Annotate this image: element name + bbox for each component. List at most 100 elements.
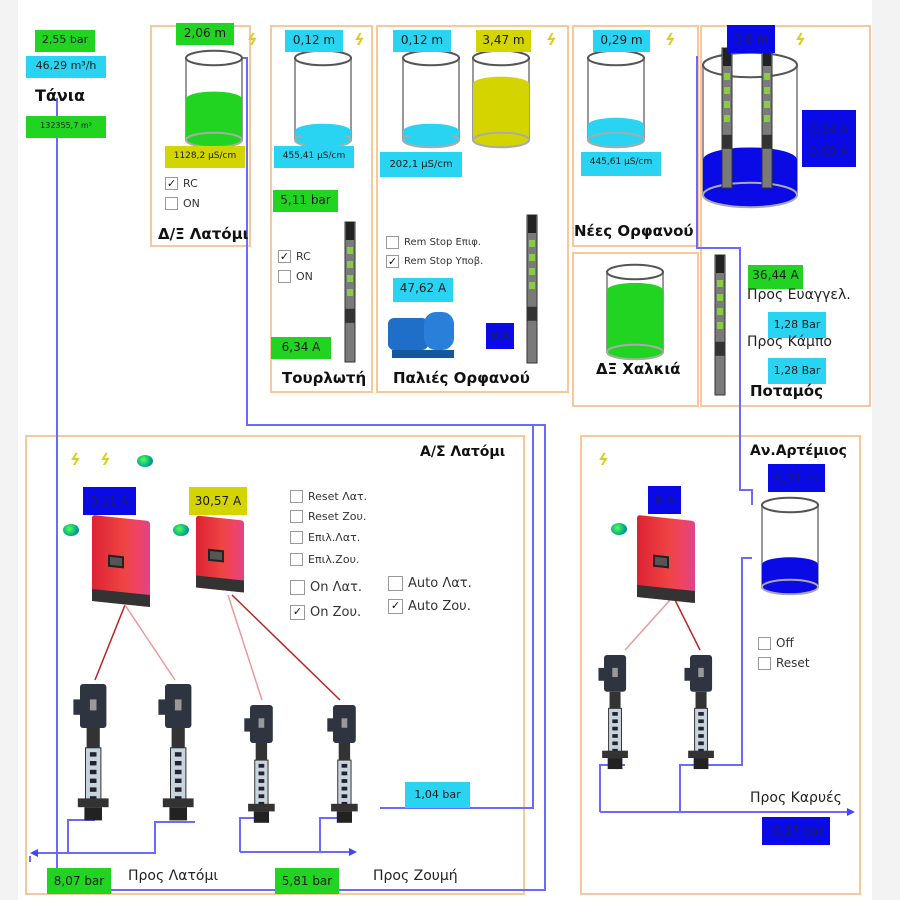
well-tank: [702, 51, 798, 209]
checkbox-label: ON: [296, 270, 313, 283]
palies-tank-2: [472, 49, 530, 149]
halkia-label: ΔΞ Χαλκιά: [596, 360, 681, 378]
checkbox-box[interactable]: [278, 270, 291, 283]
checkbox-label: Rem Stop Επιφ.: [404, 237, 481, 248]
vertical-pump-icon: [244, 705, 275, 823]
rem-stop-sub-checkbox[interactable]: ✓ Rem Stop Υποβ.: [386, 255, 483, 268]
vertical-pump-icon: [684, 655, 714, 770]
status-led: [63, 524, 79, 536]
submersible-pump-icon: [714, 254, 726, 396]
submersible-pump-icon: [526, 214, 538, 364]
checkbox-label: Auto Ζου.: [408, 599, 471, 614]
checkbox-label: Επιλ.Ζου.: [308, 553, 360, 566]
as-latomi-checkbox[interactable]: Auto Λατ.: [388, 576, 472, 591]
as-latomi-checkbox[interactable]: Reset Λατ.: [290, 490, 367, 503]
tourloti-conductivity: 455,41 μS/cm: [274, 146, 354, 168]
panel-palies-orfanou: [376, 25, 569, 393]
inverter-2-current: 30,57 A: [189, 487, 247, 515]
inverter-1-icon: [92, 514, 150, 608]
rem-stop-surface-checkbox[interactable]: Rem Stop Επιφ.: [386, 236, 481, 249]
tourloti-rc-checkbox[interactable]: ✓ RC: [278, 250, 311, 263]
vertical-pump-icon: [158, 684, 194, 821]
checkbox-box[interactable]: ✓: [165, 177, 178, 190]
submersible-pump-icon: [344, 221, 356, 363]
tourloti-level: 0,12 m: [285, 30, 343, 52]
tania-pressure: 2,55 bar: [35, 30, 95, 52]
latomi-rc-checkbox[interactable]: ✓ RC: [165, 177, 198, 190]
palies-level-1: 0,12 m: [393, 30, 451, 52]
artemios-level: 0,41 m: [768, 464, 825, 492]
checkbox-box[interactable]: ✓: [386, 255, 399, 268]
tania-label: Τάνια: [35, 86, 86, 105]
latomi-tank: [185, 49, 243, 149]
panel-well-potamos: [700, 25, 871, 407]
palies-tank-1: [402, 49, 460, 149]
checkbox-box[interactable]: [386, 236, 399, 249]
panel-halkia: [572, 252, 699, 407]
checkbox-box[interactable]: [165, 197, 178, 210]
latomi-tank-label: Δ/Ξ Λατόμι: [158, 225, 249, 243]
checkbox-box[interactable]: [290, 490, 303, 503]
inverter-icon: [637, 514, 695, 604]
latomi-conductivity: 1128,2 μS/cm: [165, 146, 245, 168]
tourloti-label: Τουρλωτή: [282, 369, 367, 387]
vertical-pump-icon: [598, 655, 628, 770]
artemios-current: 0 A: [648, 486, 681, 514]
nees-tank: [587, 49, 645, 149]
checkbox-box[interactable]: [388, 576, 403, 591]
checkbox-label: RC: [296, 250, 311, 263]
flow-arrows: [30, 808, 855, 857]
as-latomi-checkbox[interactable]: Reset Ζου.: [290, 510, 366, 523]
inverter-cables: [94, 594, 701, 701]
checkbox-box[interactable]: [758, 636, 771, 650]
off-checkbox[interactable]: Off: [758, 636, 794, 650]
checkbox-label: Reset Ζου.: [308, 510, 367, 523]
as-latomi-checkbox[interactable]: Επιλ.Ζου.: [290, 553, 359, 566]
inverter-2-icon: [196, 515, 244, 593]
reset-checkbox[interactable]: Reset: [758, 656, 810, 670]
potamos-pressure-1: 1,28 Bar: [768, 312, 826, 338]
artemios-title: Αν.Αρτέμιος: [750, 443, 847, 459]
latomi-on-checkbox[interactable]: ON: [165, 197, 200, 210]
surface-pump-icon: [388, 308, 458, 360]
checkbox-box[interactable]: [758, 656, 771, 670]
checkbox-box[interactable]: ✓: [290, 605, 305, 620]
pressure-latomi: 8,07 bar: [47, 868, 111, 894]
checkbox-label: ON: [183, 197, 200, 210]
status-led: [137, 455, 153, 467]
tourloti-on-checkbox[interactable]: ON: [278, 270, 313, 283]
checkbox-box[interactable]: [290, 580, 305, 595]
checkbox-box[interactable]: ✓: [388, 599, 403, 614]
to-zoumi-label: Προς Ζουμή: [373, 868, 458, 884]
checkbox-box[interactable]: [290, 510, 303, 523]
checkbox-box[interactable]: [290, 531, 303, 544]
inverter-1-current: 0,11 A: [83, 487, 136, 515]
panel-artemios: [580, 435, 861, 895]
tourloti-current: 6,34 A: [271, 337, 331, 359]
checkbox-label: RC: [183, 177, 198, 190]
potamos-current: 36,44 A: [748, 265, 803, 289]
checkbox-label: On Λατ.: [310, 580, 363, 595]
halkia-tank: [606, 263, 664, 361]
latomi-level: 2,06 m: [176, 23, 234, 45]
as-latomi-checkbox[interactable]: ✓ Auto Ζου.: [388, 599, 471, 614]
as-latomi-checkbox[interactable]: Επιλ.Λατ.: [290, 531, 360, 544]
palies-label: Παλιές Ορφανού: [393, 369, 530, 387]
panel-tourloti: [270, 25, 373, 393]
well-currents: 0,14 A 0,09 A: [802, 110, 856, 167]
as-latomi-checkbox[interactable]: On Λατ.: [290, 580, 362, 595]
checkbox-box[interactable]: [290, 553, 303, 566]
checkbox-label: On Ζου.: [310, 605, 362, 620]
nees-conductivity: 445,61 μS/cm: [581, 152, 661, 176]
checkbox-box[interactable]: ✓: [278, 250, 291, 263]
well-level: 0,8 m: [727, 25, 775, 53]
status-led: [173, 524, 189, 536]
artemios-pressure: -0,17 bar: [762, 817, 830, 845]
checkbox-label: Reset: [776, 656, 810, 670]
as-latomi-checkbox[interactable]: ✓ On Ζου.: [290, 605, 361, 620]
potamos-pressure-2: 1,28 Bar: [768, 358, 826, 384]
artemios-tank: [761, 496, 819, 596]
nees-level: 0,29 m: [593, 30, 650, 52]
checkbox-label: Rem Stop Υποβ.: [404, 256, 484, 267]
nees-label: Νέες Ορφανού: [574, 222, 694, 240]
